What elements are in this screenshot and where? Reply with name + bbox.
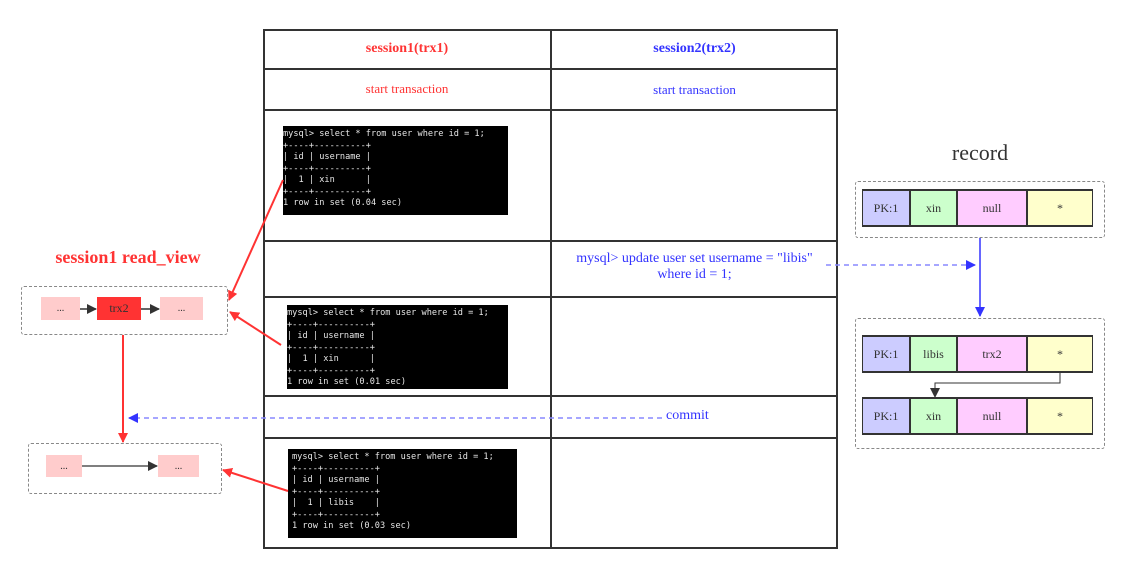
read-view-before	[21, 286, 228, 335]
username-field: xin	[911, 399, 958, 433]
trx2-start: start transaction	[653, 82, 736, 97]
row-divider	[263, 109, 838, 111]
row-divider	[263, 296, 838, 298]
row-divider	[263, 68, 838, 70]
read-view-after	[28, 443, 222, 494]
view-item: ...	[158, 455, 199, 477]
pk-field: PK:1	[863, 337, 911, 371]
read-view-title: session1 read_view	[55, 247, 201, 267]
header-session1: session1(trx1)	[365, 41, 449, 56]
header-session2: session2(trx2)	[653, 41, 736, 56]
view-item: ...	[160, 297, 203, 320]
username-field: libis	[911, 337, 958, 371]
terminal-select-1: mysql> select * from user where id = 1;+…	[283, 126, 508, 215]
record-versions-box	[855, 318, 1105, 449]
row-divider	[263, 395, 838, 397]
pk-field: PK:1	[863, 191, 911, 225]
record-initial-box	[855, 181, 1105, 238]
pk-field: PK:1	[863, 399, 911, 433]
arrow-select3-to-view	[222, 468, 289, 492]
arrow-select1-to-view	[228, 179, 284, 301]
commit-label: commit	[664, 408, 711, 424]
column-divider	[550, 29, 552, 549]
record-title: record	[951, 140, 1009, 165]
roll-pointer-field: *	[1028, 337, 1092, 371]
trx-id-field: null	[958, 399, 1028, 433]
update-where: where id = 1;	[657, 267, 732, 282]
arrow-select2-to-view	[229, 311, 282, 346]
trx-id-field: null	[958, 191, 1028, 225]
update-statement: mysql> update user set username = "libis…	[551, 251, 838, 283]
terminal-select-2: mysql> select * from user where id = 1;+…	[287, 305, 508, 389]
row-divider	[263, 437, 838, 439]
roll-pointer-field: *	[1028, 399, 1092, 433]
view-item: ...	[41, 297, 80, 320]
update-line: mysql> update user set username = "libis…	[576, 251, 813, 266]
username-field: xin	[911, 191, 958, 225]
view-item-trx2: trx2	[97, 297, 141, 320]
terminal-select-3: mysql> select * from user where id = 1;+…	[288, 449, 517, 538]
row-divider	[263, 240, 838, 242]
view-item: ...	[46, 455, 82, 477]
undo-pointer	[930, 372, 1061, 398]
trx1-start: start transaction	[365, 81, 449, 96]
roll-pointer-field: *	[1028, 191, 1092, 225]
trx-id-field: trx2	[958, 337, 1028, 371]
